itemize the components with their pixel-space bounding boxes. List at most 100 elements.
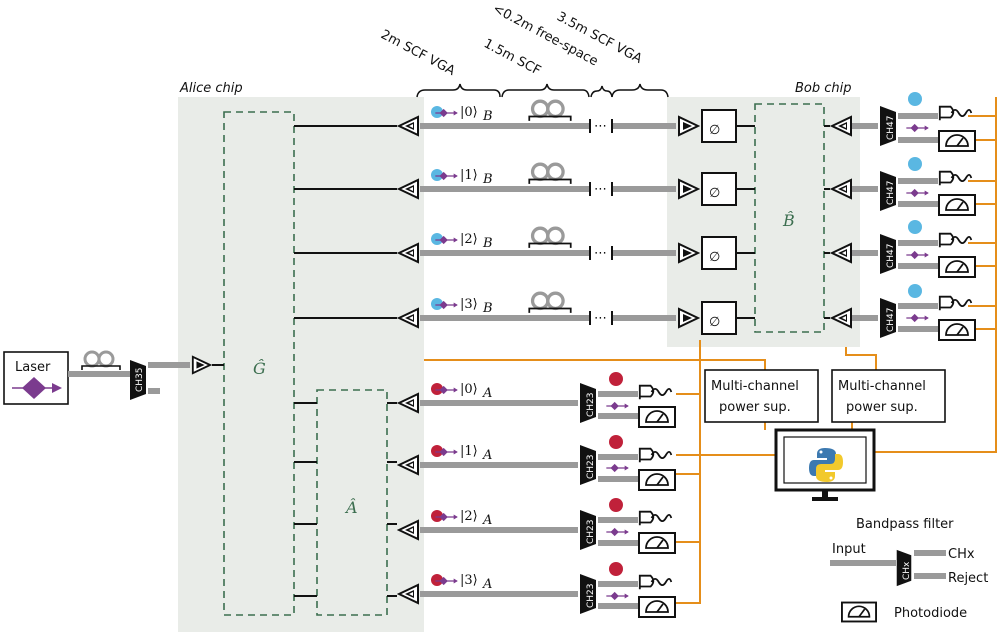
power-supply-2 <box>831 369 946 423</box>
laser-filter-label: CH35 <box>135 367 145 392</box>
free-space-dots: ⋯ <box>594 119 607 134</box>
photodiode-icon <box>938 319 976 341</box>
label-2m-scf-vga: 2m SCF VGA <box>378 27 457 79</box>
bob-channel-3: ⋯ |3⟩ B ∅ CH47 <box>397 284 976 341</box>
link-brackets <box>416 83 669 98</box>
free-space-dots: ⋯ <box>594 311 607 326</box>
bob-filter-label: CH47 <box>886 307 896 332</box>
laser-label: Laser <box>15 360 51 375</box>
power-supply-1-line1: Multi-channel <box>711 379 799 394</box>
legend-pass-label: CHx <box>948 547 975 562</box>
blue-photon-icon <box>431 233 443 245</box>
label-1-5m-scf: 1.5m SCF <box>481 36 543 78</box>
power-supply-1 <box>704 369 819 423</box>
fiber-coil-icon <box>528 162 572 186</box>
spad-detector-icon <box>938 232 973 249</box>
phase-shifter-icon: ∅ <box>709 315 720 330</box>
blue-photon-icon <box>908 220 922 234</box>
legend-input-label: Input <box>832 542 866 557</box>
alice-channel-1: |1⟩ A CH23 <box>397 435 676 491</box>
purple-photon-icon <box>606 401 630 411</box>
photodiode-icon <box>938 194 976 216</box>
blue-photon-icon <box>431 298 443 310</box>
legend-reject-label: Reject <box>948 571 988 586</box>
g-waveguides <box>294 125 397 597</box>
alice-state-sub: A <box>482 577 492 592</box>
bob-state-label: |0⟩ <box>460 105 478 120</box>
purple-photon-icon <box>906 313 930 323</box>
b-operator-label: B̂ <box>782 211 795 230</box>
phase-shifter <box>701 172 737 206</box>
laser-photon-icon <box>12 377 62 399</box>
purple-photon-icon <box>606 591 630 601</box>
bob-state-sub: B <box>482 301 493 316</box>
legend-filter-label: CHx <box>902 561 912 580</box>
phase-shifter <box>701 236 737 270</box>
blue-photon-icon <box>908 284 922 298</box>
phase-shifter-icon: ∅ <box>709 186 720 201</box>
red-photon-icon <box>609 372 623 386</box>
fiber-coil-icon <box>528 226 572 250</box>
phase-shifter-icon: ∅ <box>709 123 720 138</box>
red-photon-icon <box>431 510 443 522</box>
photodiode-icon <box>638 596 676 618</box>
photodiode-icon <box>638 532 676 554</box>
spad-detector-icon <box>938 170 973 187</box>
alice-state-label: |3⟩ <box>460 573 478 588</box>
phase-shifter <box>701 301 737 335</box>
g-operator-box <box>223 111 295 616</box>
red-photon-icon <box>609 562 623 576</box>
alice-filter-label: CH23 <box>586 392 596 417</box>
laser-fiber-coil-icon <box>81 350 121 372</box>
phase-shifter-icon: ∅ <box>709 250 720 265</box>
red-photon-icon <box>431 383 443 395</box>
control-wiring <box>424 97 997 604</box>
alice-filter-label: CH23 <box>586 583 596 608</box>
power-supply-2-line1: Multi-channel <box>838 379 926 394</box>
photodiode-icon <box>938 130 976 152</box>
spad-detector-icon <box>638 574 673 591</box>
photodiode-icon <box>638 469 676 491</box>
purple-photon-icon <box>606 463 630 473</box>
purple-photon-icon <box>906 123 930 133</box>
phase-shifter <box>701 109 737 143</box>
red-photon-icon <box>609 498 623 512</box>
photodiode-icon <box>638 406 676 428</box>
power-supply-2-line2: power sup. <box>846 400 918 415</box>
alice-chip-label: Alice chip <box>179 81 243 96</box>
blue-photon-icon <box>431 106 443 118</box>
bob-channel-2: ⋯ |2⟩ B ∅ CH47 <box>397 220 976 278</box>
alice-state-label: |1⟩ <box>460 444 478 459</box>
red-photon-icon <box>431 445 443 457</box>
red-photon-icon <box>431 574 443 586</box>
alice-channel-3: |3⟩ A CH23 <box>397 562 676 618</box>
bob-state-sub: B <box>482 236 493 251</box>
bob-channel-1: ⋯ |1⟩ B ∅ CH47 <box>397 157 976 216</box>
bob-channel-0: ⋯ |0⟩ B ∅ CH47 <box>397 92 976 152</box>
legend-title: Bandpass filter <box>856 517 954 532</box>
alice-state-sub: A <box>482 386 492 401</box>
b-operator-box <box>754 103 825 333</box>
bob-chip-region <box>667 97 860 347</box>
spad-detector-icon <box>938 105 973 122</box>
spad-detector-icon <box>638 510 673 527</box>
bob-filter-label: CH47 <box>886 115 896 140</box>
bob-state-sub: B <box>482 172 493 187</box>
bob-state-sub: B <box>482 109 493 124</box>
bob-state-label: |2⟩ <box>460 232 478 247</box>
a-operator-box <box>316 389 388 616</box>
python-logo-icon <box>809 448 843 482</box>
computer-monitor <box>774 428 876 501</box>
alice-filter-label: CH23 <box>586 519 596 544</box>
g-operator-label: Ĝ <box>253 358 266 378</box>
fiber-coil-icon <box>528 99 572 123</box>
fiber-coil-icon <box>528 291 572 315</box>
alice-state-label: |2⟩ <box>460 509 478 524</box>
bob-filter-label: CH47 <box>886 180 896 205</box>
legend-photodiode-icon <box>841 601 877 623</box>
legend: Bandpass filter Input CHx CHx Reject Pho… <box>830 517 988 623</box>
spad-detector-icon <box>638 447 673 464</box>
alice-channel-0: |0⟩ A CH23 <box>397 372 676 428</box>
alice-state-sub: A <box>482 513 492 528</box>
